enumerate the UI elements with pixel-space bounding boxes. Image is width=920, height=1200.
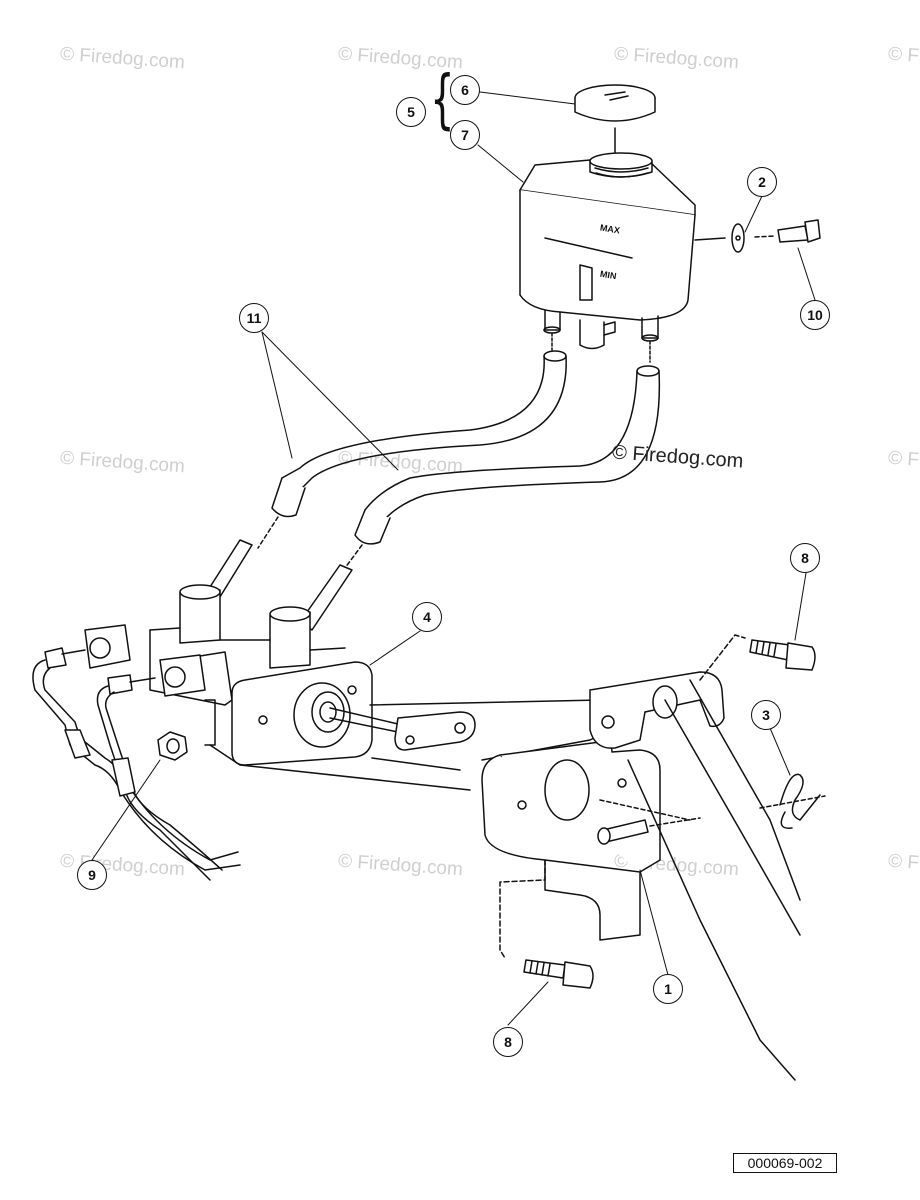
callout-3: 3 <box>751 700 781 730</box>
callout-8-lower: 8 <box>493 1027 523 1057</box>
reservoir-tank <box>519 152 696 350</box>
upper-bolt <box>699 634 816 681</box>
clevis-pin <box>597 799 701 845</box>
callout-5: 5 <box>396 97 426 127</box>
callout-9: 9 <box>77 860 107 890</box>
figure-reference: 000069-002 <box>733 1153 837 1173</box>
callout-6: 6 <box>450 75 480 105</box>
callout-2: 2 <box>747 167 777 197</box>
reservoir-cap <box>574 84 656 122</box>
master-cylinder <box>84 584 346 746</box>
push-rod-clevis <box>329 707 476 751</box>
cylinder-mount-plate <box>231 661 373 766</box>
reservoir-hoses <box>271 332 661 545</box>
mount-bolt-and-washer <box>694 219 821 253</box>
callout-4: 4 <box>412 602 442 632</box>
pedal-bracket <box>481 741 661 959</box>
brake-lines <box>32 647 241 881</box>
group-brace: { <box>430 63 455 137</box>
hairpin-clip <box>759 773 826 829</box>
lower-bolt <box>523 959 594 989</box>
leader-lines <box>91 91 816 1026</box>
hex-nut <box>157 731 188 761</box>
callout-7: 7 <box>450 120 480 150</box>
callout-8-upper: 8 <box>790 543 820 573</box>
callout-10: 10 <box>800 300 830 330</box>
pedal-arm <box>589 671 801 1081</box>
callout-11: 11 <box>239 303 269 333</box>
callout-1: 1 <box>653 974 683 1004</box>
